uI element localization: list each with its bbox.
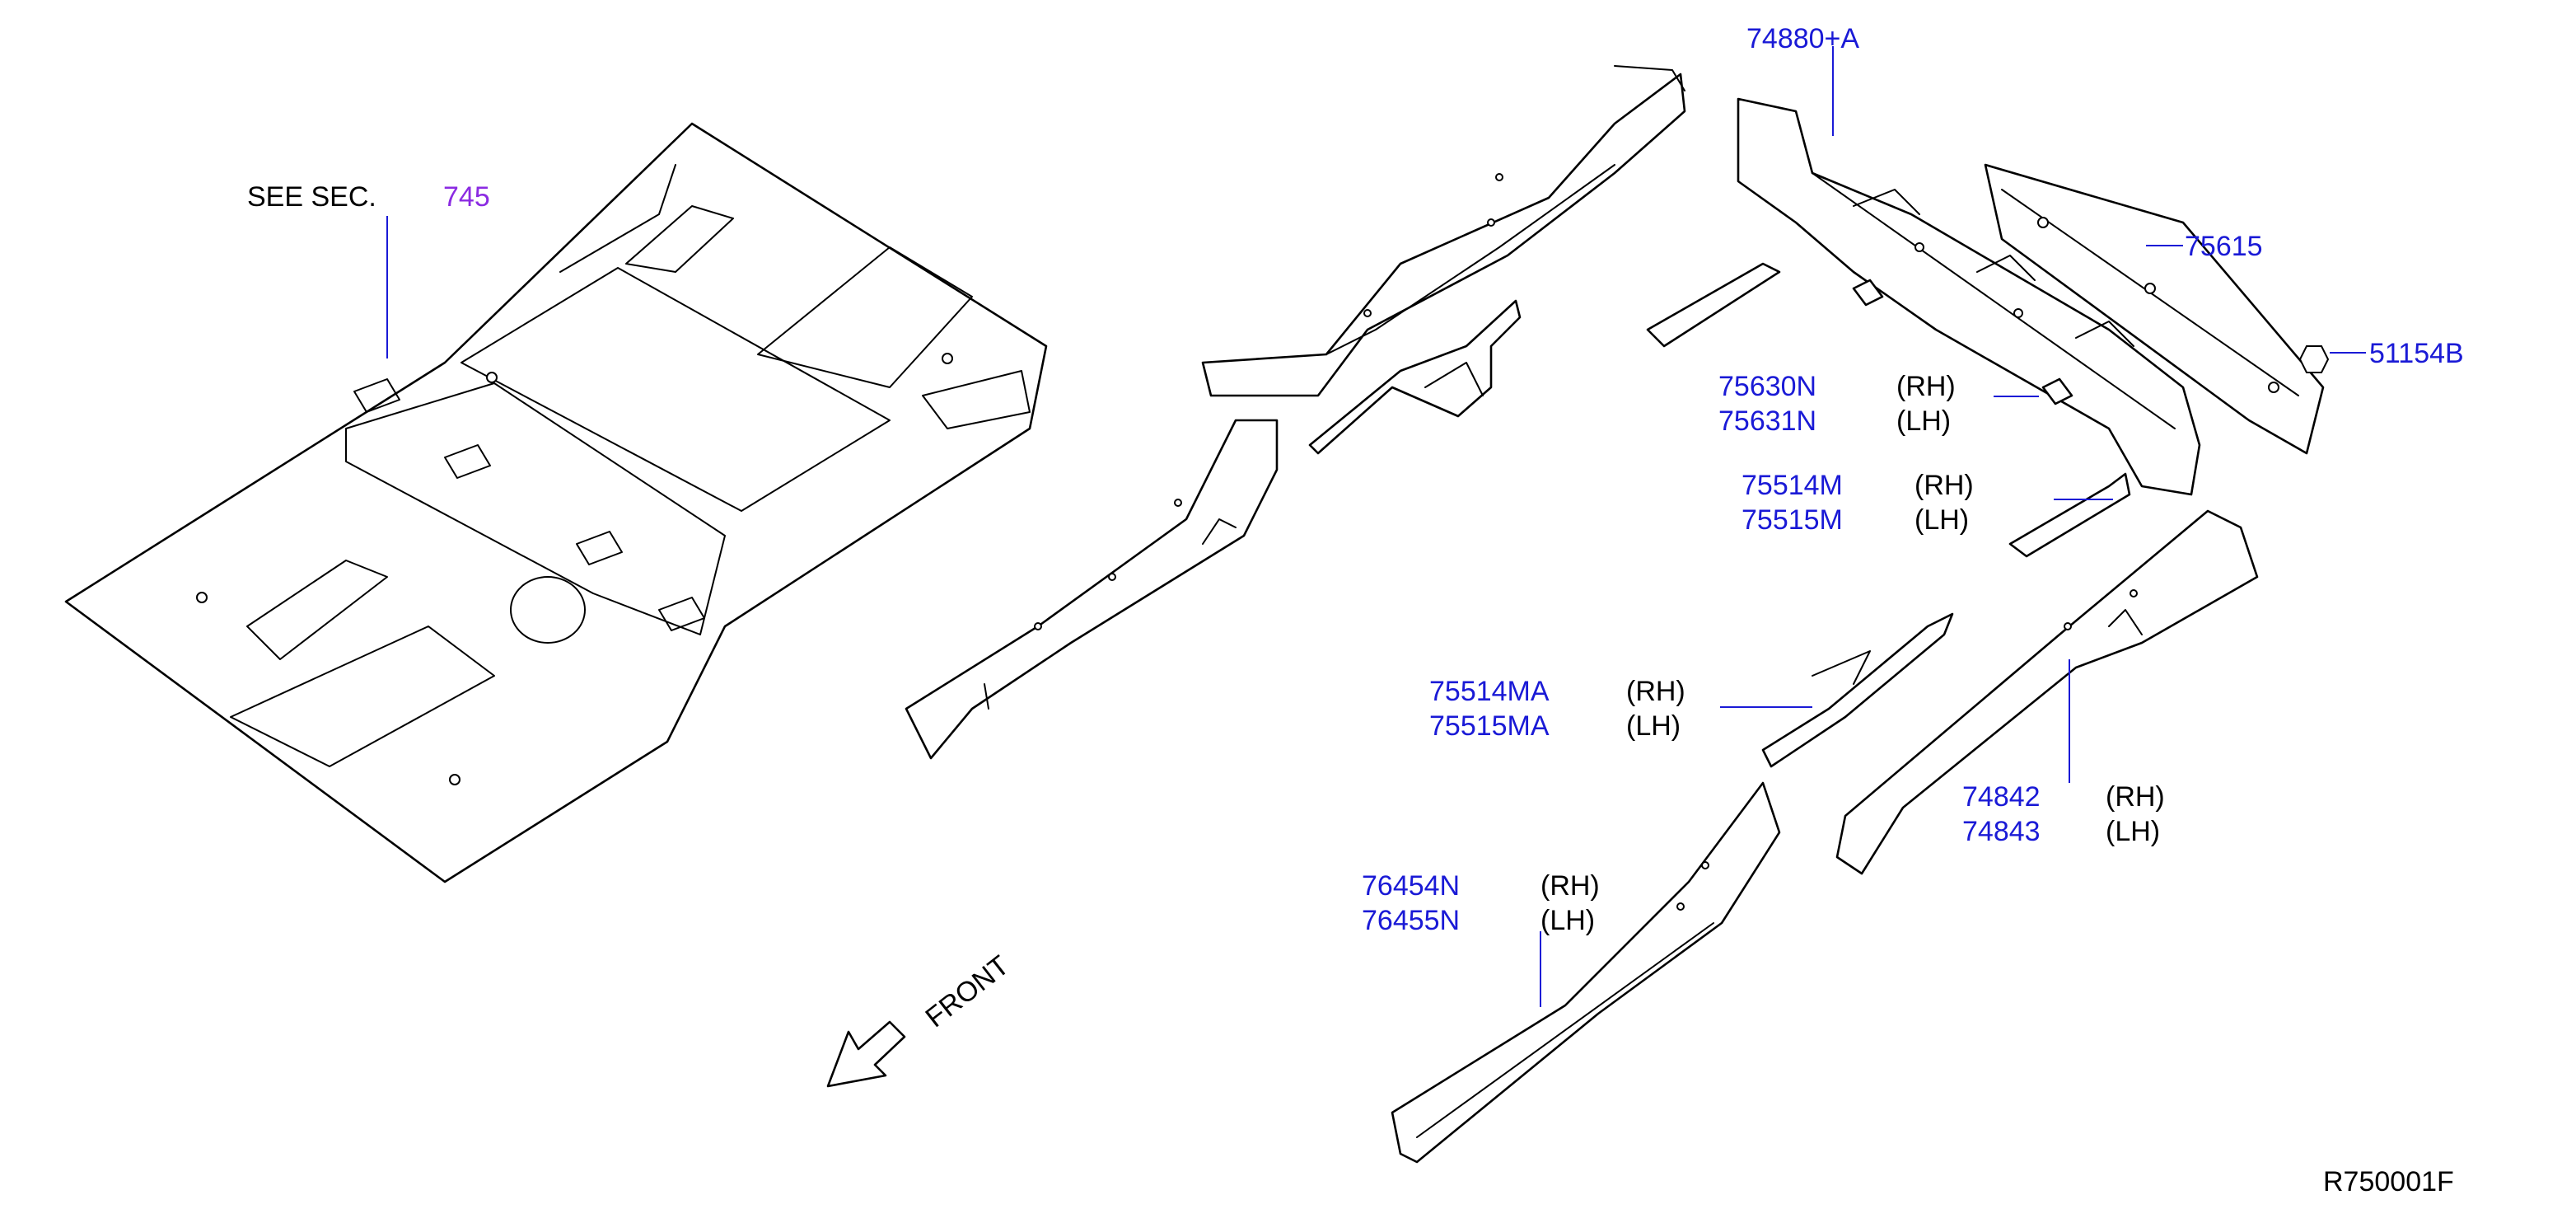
callout-76454n: 76454N (RH) 76455N (LH) [1362,870,1600,1007]
clip-small [1852,279,1884,307]
long-side-rail [905,419,1279,760]
part-number-75615[interactable]: 75615 [2185,231,2263,262]
side-lh-75515m: (LH) [1914,504,1969,536]
center-bracket [1308,299,1522,455]
see-section-number[interactable]: 745 [443,181,490,213]
part-number-75631n[interactable]: 75631N [1718,405,1816,437]
part-number-75514m[interactable]: 75514M [1741,470,1843,501]
clip-75630 [2041,377,2073,405]
front-indicator: FRONT [826,949,1016,1088]
part-number-75515m[interactable]: 75515M [1741,504,1843,536]
side-rh-74842: (RH) [2106,781,2165,813]
callout-75615: 75615 [2146,231,2263,262]
side-lh-76455n: (LH) [1540,905,1595,936]
side-lh-74843: (LH) [2106,816,2160,847]
bracket-75514ma [1761,612,1954,768]
side-rh-75630n: (RH) [1896,371,1956,402]
part-number-76454n[interactable]: 76454N [1362,870,1460,902]
see-section-callout: SEE SEC. 745 [247,181,490,358]
front-label: FRONT [920,949,1016,1033]
callout-75514ma: 75514MA (RH) 75515MA (LH) [1429,676,1812,742]
rear-panel-75615 [1984,163,2325,455]
bracket-75630n [1646,262,1781,348]
callout-51154b: 51154B [2330,338,2464,369]
callout-74842: 74842 (RH) 74843 (LH) [1962,659,2165,847]
part-number-51154b[interactable]: 51154B [2369,338,2464,369]
side-rail-76454n [1391,781,1781,1164]
bracket-75514m [2008,472,2131,558]
callout-75630n: 75630N (RH) 75631N (LH) [1718,371,2039,437]
part-number-75515ma[interactable]: 75515MA [1429,710,1550,742]
side-rh-75514m: (RH) [1914,470,1974,501]
nut-51154b [2298,345,2330,373]
side-rh-76454n: (RH) [1540,870,1600,902]
callout-74880: 74880+A [1746,23,1859,136]
upper-center-rail [1201,65,1686,397]
part-number-75514ma[interactable]: 75514MA [1429,676,1550,707]
side-member-74842 [1835,509,2259,875]
diagram-code: R750001F [2323,1166,2454,1197]
rear-crossmember [1737,97,2201,496]
side-lh-75631n: (LH) [1896,405,1951,437]
see-section-prefix: SEE SEC. [247,181,376,213]
part-number-75630n[interactable]: 75630N [1718,371,1816,402]
part-number-76455n[interactable]: 76455N [1362,905,1460,936]
front-arrow-icon [826,1020,906,1088]
callout-75514m: 75514M (RH) 75515M (LH) [1741,470,2113,536]
part-number-74843[interactable]: 74843 [1962,816,2041,847]
side-lh-75515ma: (LH) [1626,710,1681,742]
floor-panel [64,122,1048,883]
part-number-74842[interactable]: 74842 [1962,781,2041,813]
part-number-74880[interactable]: 74880+A [1746,23,1859,54]
side-rh-75514ma: (RH) [1626,676,1685,707]
